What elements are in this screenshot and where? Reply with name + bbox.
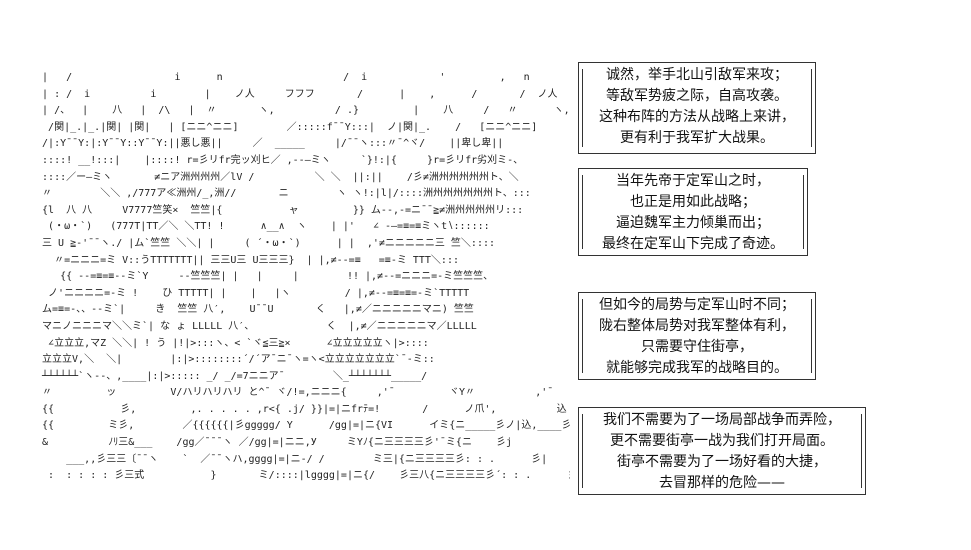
caption-line: 但如今的局势与定军山时不同； (599, 297, 795, 313)
ascii-art-line: /|:Y¯¯Y:|:Y¯¯Y::Y¯¯Y:||悪し悪|| ／ _____ |/¯… (30, 138, 504, 150)
caption-line: 当年先帝于定军山之时， (616, 173, 770, 189)
caption-line: 陇右整体局势对我军整体有利， (599, 318, 795, 334)
ascii-art-line: ___,,彡三三〔¯¯ヽ ` ／¯¯ヽハ,gggg|=|ニ-/ / ミ三|{ニ三… (30, 453, 548, 465)
ascii-art-line: {l 八 八 V7777竺笑× 竺竺|{ ャ }} ム-‐,-=ニ¯¯≧≠洲州州… (30, 204, 524, 216)
ascii-art-line: (・ω・`) (777T|TT／＼ ＼TT! ! ∧__∧ ヽ | |' ∠ -… (30, 221, 490, 233)
caption-box-1: 诚然，举手北山引敌军来攻； 等敌军势疲之际，自高攻袭。 这种布阵的方法从战略上来… (578, 62, 816, 154)
ascii-art-line: ∠立立立,マZ ＼＼| ! う |!|>:::ヽ、< `ヾ≦三≧× ∠立立立立立… (30, 337, 429, 349)
caption-line: 逼迫魏军主力倾巢而出； (616, 215, 770, 231)
ascii-art-line: 立立立V,＼ ＼| |:|>::::::::´/´ア¯ニ¯ヽ=ヽ<立立立立立立立… (30, 354, 435, 366)
ascii-art-line: マニノニニニマ＼＼ミ`| な ょ LLLLL 八′、 く |,≠／ニニニニニマ／… (30, 320, 477, 332)
caption-line: 我们不需要为了一场局部战争而弄险， (603, 412, 841, 428)
caption-line: 最终在定军山下完成了奇迹。 (602, 236, 784, 252)
caption-line: 更有利于我军扩大战果。 (620, 130, 774, 146)
ascii-art-line: ::::! __!:::| |::::! r=彡リfr完ッ刈ヒ／ ,-‐―ミヽ … (30, 154, 524, 166)
caption-line: 等敌军势疲之际，自高攻袭。 (606, 88, 788, 104)
caption-line: 这种布阵的方法从战略上来讲， (599, 109, 795, 125)
ascii-art-illustration: | / i n / i ' , n | : / i i | ノ人 フフフ / |… (30, 70, 570, 530)
ascii-art-line: 三 U ≧‐'¯¯ヽ./ |ム`竺竺 ＼＼| | ( ´・ω・`) | | ,'… (30, 237, 496, 249)
caption-box-4: 我们不需要为了一场局部战争而弄险， 更不需要街亭一战为我们打开局面。 街亭不需要… (578, 407, 866, 495)
ascii-art-line: ム=≡=-、、-‐ミ`| き 竺竺 八′, U¯¯U く |,≠／ニニニニニマニ… (30, 304, 474, 316)
ascii-art-line: ノ'ニニニニ=‐ミ ! ひ TTTTT| | | |ヽ / |,≠-‐=≡=≡=… (30, 287, 470, 299)
ascii-art-line: 〃=ニニニ=ミ V::うTTTTTTT|| 三三U三 U三三三} | |,≠-‐… (30, 254, 459, 266)
caption-line: 去冒那样的危险—— (659, 475, 785, 491)
ascii-art-line: : : : : : 彡三式 } ミ/::::|lgggg|=|ニ{/ 彡三八{ニ… (30, 470, 570, 482)
ascii-art-line: ::::／ー―ミヽ ≠ニア洲州州州／lV / ＼ ＼ ||:|| /彡≠洲州州州… (30, 171, 519, 183)
ascii-art-line: & ﾉﾘ三&___ /gg／¯¯¯ヽ ／/gg|=|ニニ,У ミYﾉ{ニ三三三三… (30, 437, 513, 449)
caption-line: 就能够完成我军的战略目的。 (606, 360, 788, 376)
caption-box-2: 当年先帝于定军山之时， 也正是用如此战略； 逼迫魏军主力倾巢而出； 最终在定军山… (578, 168, 808, 256)
ascii-art-line: {{ -‐=≡=≡-‐ミ`Y -‐竺竺竺| | | | !! |,≠-‐=ニニニ… (30, 271, 494, 283)
ascii-art-line: {{ ミ彡, ／{{{{{{|彡ggggg/ Y /gg|=|ニ{VI イミ{ニ… (30, 420, 570, 432)
ascii-art-line: ┴┴┴┴┴┴`ヽ--、,____|:|>::::: _/ _/=7ニニア¯ ＼_… (30, 370, 428, 382)
caption-line: 更不需要街亭一战为我们打开局面。 (610, 433, 834, 449)
caption-line: 只需要守住街亭， (641, 339, 753, 355)
ascii-art-line: 〃 ッ V/ハリハリハリ と^¯ ヾ/!=,ニニニ{ ,'¯ ヾY〃 ,'¯ (30, 387, 554, 399)
ascii-art-line: | /、 | 八 | /\ | 〃 ヽ, / .} | 八 / 〃 ヽ, (30, 105, 570, 117)
ascii-art-line: /関|_.|_.|関| |関| | [ニニ^ニニ] ／:::::f¯¯Y:::|… (30, 121, 538, 133)
ascii-art-line: 〃 ＼＼ ,/777ア≪洲州/_,洲// ニ ヽ ヽ!:|l|/::::洲州州州… (30, 188, 531, 200)
ascii-art-line: | / i n / i ' , n (30, 72, 530, 83)
ascii-art-line: | : / i i | ノ人 フフフ / | , / / ノ人 ククク (30, 88, 570, 100)
ascii-art-line: {{ 彡, ,. . . . . ,r<{ .j/ }}|=|ニfrﾃ=! / … (30, 403, 567, 415)
caption-box-3: 但如今的局势与定军山时不同； 陇右整体局势对我军整体有利， 只需要守住街亭， 就… (578, 292, 816, 380)
caption-line: 也正是用如此战略； (630, 194, 756, 210)
caption-line: 诚然，举手北山引敌军来攻； (606, 67, 788, 83)
caption-line: 街亭不需要为了一场好看的大捷， (617, 454, 827, 470)
